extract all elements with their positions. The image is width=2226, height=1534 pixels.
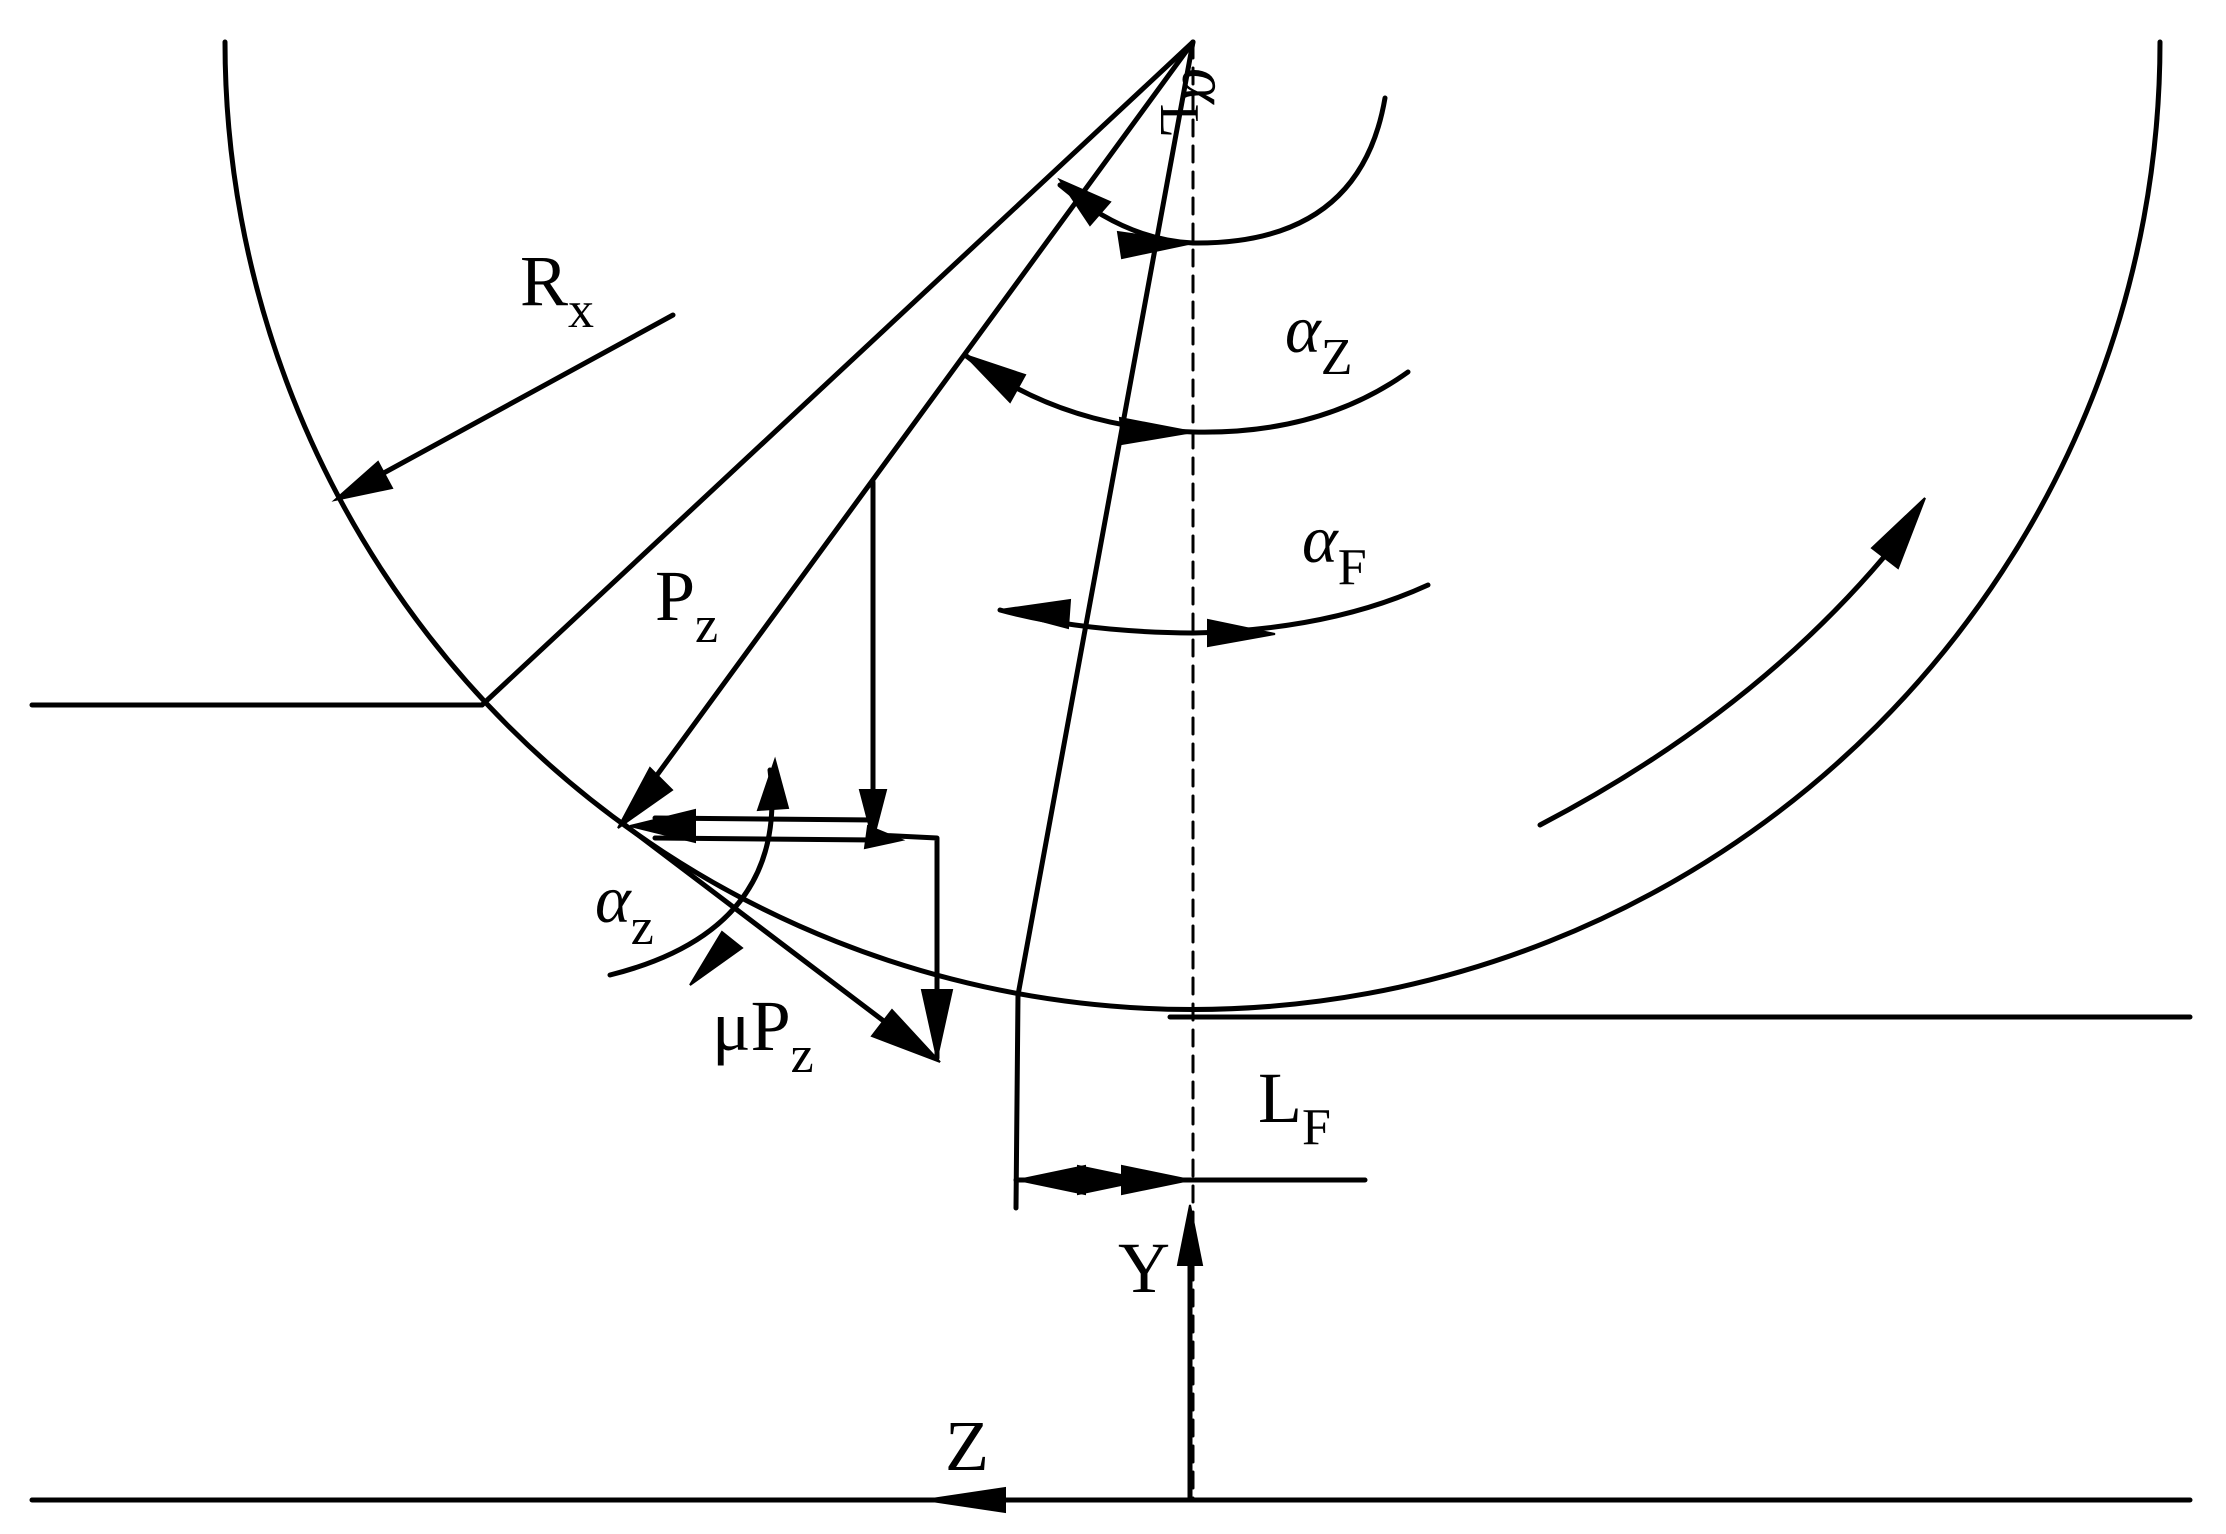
rx-radius-line [357, 312, 676, 489]
mupz-label: μPz [712, 990, 814, 1082]
alpha-l-label-sub: L [1148, 103, 1210, 138]
vertical-component-arrowhead [858, 789, 888, 844]
lf-arrowhead-mid [1077, 1164, 1146, 1196]
alpha-f-arrowhead-right [1207, 618, 1276, 648]
alpha-f-label-main: α [1302, 501, 1338, 577]
contact-radius-entry [479, 39, 1196, 708]
alpha-l-arrowhead-right [1116, 230, 1194, 260]
alpha-l-arc [1057, 95, 1388, 246]
pz-label: Pz [655, 560, 718, 652]
pz-force-line [627, 39, 1196, 815]
force-box-arrowhead [920, 989, 954, 1059]
alpha-f-arrowhead-left [999, 598, 1072, 630]
lf-label-sub: F [1301, 1099, 1331, 1156]
rx-label: Rx [520, 245, 594, 337]
alpha-f-label: αF [1302, 505, 1367, 594]
alpha-f-label-sub: F [1337, 539, 1367, 596]
z-axis-arrowhead [924, 1486, 1006, 1514]
alpha-z-upper-label: αZ [1285, 295, 1352, 384]
alpha-z-upper-arrowhead-right [1118, 416, 1194, 446]
mupz-label-main: μP [712, 986, 791, 1066]
rotation-direction-arrowhead [1870, 497, 1926, 570]
alpha-z-lower-label-main: α [595, 861, 631, 937]
rx-label-sub: x [568, 282, 595, 339]
lf-label-main: L [1258, 1058, 1302, 1138]
neutral-line-extension [1013, 992, 1021, 1211]
mupz-label-sub: z [790, 1027, 814, 1084]
friction-force-arrowhead [870, 1008, 941, 1063]
alpha-z-lower-label: αz [595, 865, 654, 954]
lf-label: LF [1258, 1062, 1331, 1154]
alpha-l-label: αL [1148, 68, 1244, 138]
lf-arrowhead-left [1017, 1164, 1086, 1196]
force-box-outline [872, 832, 940, 1061]
y-axis-label: Y [1118, 1228, 1170, 1308]
alpha-z-lower-arrowhead-top [756, 756, 790, 812]
alpha-z-upper-arrowhead-left [964, 354, 1027, 404]
neutral-line [1015, 39, 1196, 998]
pz-label-sub: z [695, 597, 719, 654]
alpha-l-arrowhead-left [1057, 177, 1112, 227]
alpha-z-upper-label-sub: Z [1320, 329, 1353, 386]
friction-force-line [622, 822, 921, 1050]
alpha-l-label-main: α [1168, 68, 1244, 104]
horizontal-component-arrowhead [629, 808, 696, 844]
alpha-z-lower-arrowhead-bottom [689, 930, 744, 986]
lf-arrowhead-right [1121, 1164, 1191, 1196]
pz-arrowhead [617, 766, 674, 829]
y-axis-arrowhead [1176, 1204, 1204, 1266]
alpha-z-lower-label-sub: z [630, 899, 654, 956]
rx-label-main: R [520, 241, 569, 321]
z-axis-label: Z [945, 1406, 989, 1486]
rotation-direction-arc [1537, 522, 1913, 828]
force-box-marker [863, 824, 906, 850]
rx-arrowhead [331, 460, 394, 502]
pz-label-main: P [655, 556, 696, 636]
alpha-z-upper-label-main: α [1285, 291, 1321, 367]
